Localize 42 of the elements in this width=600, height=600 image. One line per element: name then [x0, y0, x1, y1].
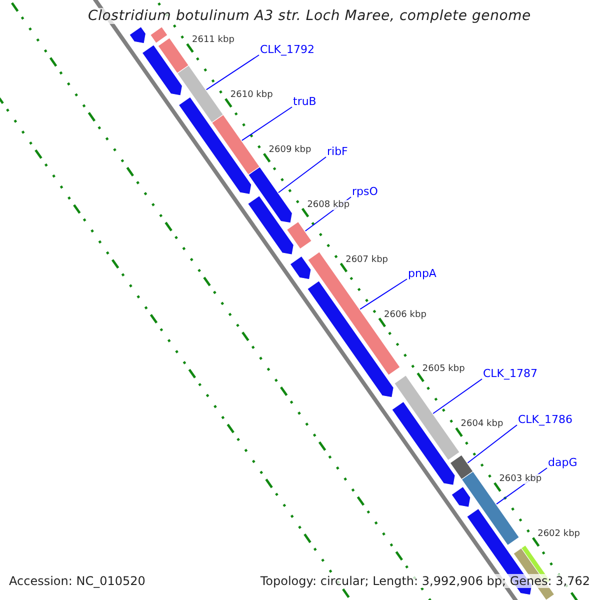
leader-line [360, 278, 408, 310]
gene-block [248, 166, 293, 224]
gene-label: dapG [548, 456, 578, 469]
scale-label: 2610 kbp [230, 90, 273, 100]
gene-block [158, 37, 190, 74]
genome-stats-text: Topology: circular; Length: 3,992,906 bp; Genes: 3,762 [260, 574, 590, 588]
scale-label: 2606 kbp [384, 310, 426, 320]
scale-label: 2609 kbp [268, 144, 312, 155]
gene-label: CLK_1792 [260, 43, 315, 56]
gene-block [394, 374, 460, 461]
scale-label: 2603 kbp [499, 474, 542, 484]
accession-text: Accession: NC_010520 [9, 574, 146, 588]
gene-block [142, 44, 183, 96]
leader-line [432, 378, 482, 414]
gene-block [247, 195, 294, 256]
gene-label: CLK_1786 [518, 413, 573, 426]
leader-line [206, 54, 260, 90]
gene-label: ribF [327, 145, 348, 158]
leader-line [278, 156, 326, 194]
scale-label: 2605 kbp [422, 364, 465, 374]
gene-block [176, 64, 224, 124]
gene-label: rpsO [352, 185, 378, 198]
scale-label: 2608 kbp [307, 200, 350, 210]
gene-block [129, 26, 146, 44]
gene-block [392, 401, 456, 486]
scale-label: 2602 kbp [538, 529, 580, 540]
genome-title: Clostridium botulinum A3 str. Loch Maree, complete genome [88, 8, 531, 24]
leader-line [467, 424, 518, 464]
gene-block [451, 486, 471, 508]
gene-label: CLK_1787 [483, 367, 538, 380]
gene-block [178, 96, 252, 195]
scale-label: 2604 kbp [460, 419, 504, 430]
gene-label: pnpA [408, 267, 436, 280]
gene-block [290, 256, 312, 280]
leader-line [241, 106, 292, 141]
gene-block [450, 454, 474, 480]
gene-label: truB [293, 95, 316, 108]
gene-block [286, 221, 312, 250]
gene-block [211, 114, 260, 176]
gene-block [461, 471, 520, 546]
scale-label: 2611 kbp [192, 35, 234, 45]
scale-label: 2607 kbp [346, 254, 388, 265]
